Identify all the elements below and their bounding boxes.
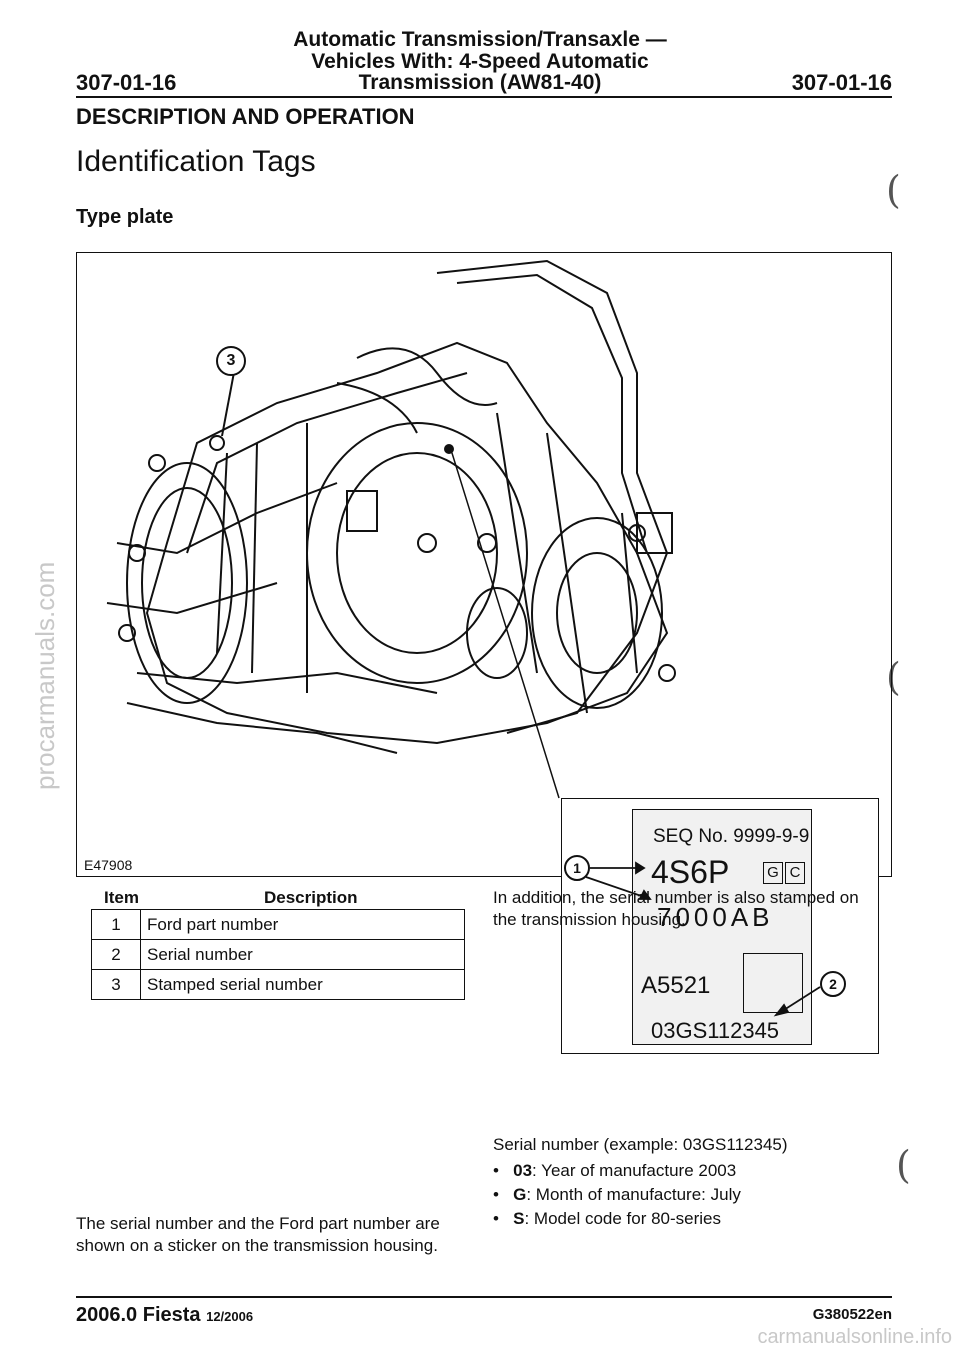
plate-part-suffix: 7000AB [657,902,774,932]
plate-blank-box [743,953,803,1013]
bullet-item: • G: Month of manufacture: July [493,1185,741,1204]
figure-frame: 3 SEQ No. 9999-9-9 4S6P G C 7000AB A5521… [76,252,892,1054]
table-cell-description: Stamped serial number [140,969,465,1000]
item-table: 1 Ford part number 2 Serial number 3 Sta… [91,909,465,1000]
page-title: Identification Tags [76,145,316,178]
type-plate-sticker: SEQ No. 9999-9-9 4S6P G C 7000AB A5521 0… [632,809,812,1045]
plate-box-g: G [763,862,783,884]
table-cell-item: 3 [91,969,141,1000]
table-header-description: Description [264,888,358,907]
right-intro-line1: In addition, the serial number is also s… [493,888,859,907]
subheading: Type plate [76,206,174,228]
header-title-line1: Automatic Transmission/Transaxle — [293,28,667,51]
footer-code: G380522en [812,1306,892,1323]
table-row: 1 Ford part number [91,909,465,940]
plate-code: A5521 [641,972,711,999]
header-rule [76,96,892,98]
bottom-watermark: carmanualsonline.info [757,1326,952,1348]
callout-2: 2 [820,971,846,997]
side-watermark: procarmanuals.com [30,561,60,790]
left-paragraph-line1: The serial number and the Ford part numb… [76,1214,440,1233]
footer-model: 2006.0 Fiesta 12/2006 [76,1304,254,1326]
header-title-line3: Transmission (AW81-40) [358,71,602,94]
right-intro-line2: the transmission housing. [493,910,686,929]
inset-arrows [585,861,821,1017]
serial-example: Serial number (example: 03GS112345) [493,1135,788,1154]
margin-bracket: ( [886,168,901,212]
table-cell-item: 1 [91,909,141,940]
table-header-item: Item [104,888,139,907]
plate-seq-no: SEQ No. 9999-9-9 [653,826,810,847]
callout-1: 1 [564,855,590,881]
margin-bracket: ( [896,1143,911,1187]
page-number-right: 307-01-16 [791,70,892,95]
table-row: 2 Serial number [91,939,465,970]
left-paragraph-line2: shown on a sticker on the transmission h… [76,1236,438,1255]
footer-rule [76,1296,892,1298]
bullet-item: • 03: Year of manufacture 2003 [493,1161,737,1180]
callout-3: 3 [216,346,246,376]
figure-id: E47908 [84,857,133,873]
table-cell-description: Ford part number [140,909,465,940]
table-row: 3 Stamped serial number [91,969,465,1000]
transmission-illustration [106,259,676,799]
table-cell-description: Serial number [140,939,465,970]
plate-part-prefix: 4S6P [651,854,730,890]
page-number-left: 307-01-16 [76,70,177,95]
plate-box-c: C [785,862,805,884]
header-title-line2: Vehicles With: 4-Speed Automatic [311,50,649,73]
table-cell-item: 2 [91,939,141,970]
margin-bracket: ( [886,655,901,699]
bullet-item: • S: Model code for 80-series [493,1209,722,1228]
section-heading: DESCRIPTION AND OPERATION [76,104,415,129]
type-plate-inset: SEQ No. 9999-9-9 4S6P G C 7000AB A5521 0… [561,798,879,1054]
plate-serial: 03GS112345 [651,1018,780,1043]
